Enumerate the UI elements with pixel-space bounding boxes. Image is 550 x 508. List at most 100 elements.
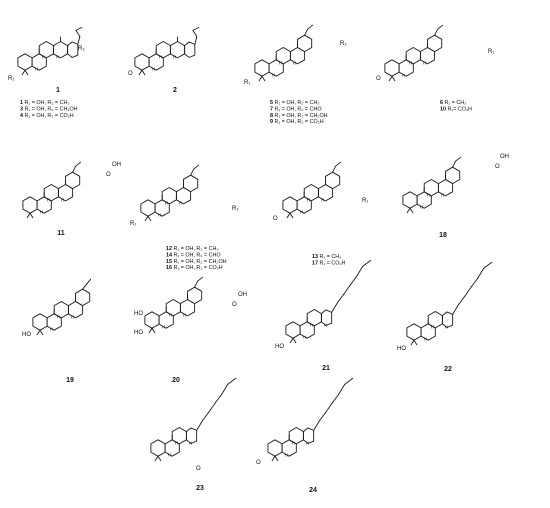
side-chain-bond <box>75 29 81 37</box>
atom-label: O <box>495 164 500 170</box>
compound-number: 24 <box>309 487 317 494</box>
stereo-hydrogen-label: H <box>173 54 176 59</box>
ring-hexagon <box>445 166 461 185</box>
atom-label: R₁ <box>130 221 136 227</box>
methyl-bond <box>410 339 415 346</box>
atom-label: HO <box>134 330 143 336</box>
side-chain-bond <box>464 285 473 297</box>
atom-label: O <box>232 302 237 308</box>
methyl-bond <box>148 327 153 334</box>
compound-number: 20 <box>172 377 180 384</box>
stereo-hydrogen-label: H <box>324 322 327 327</box>
side-chain-bond <box>192 29 198 37</box>
atom-label: HO <box>134 311 143 317</box>
stereo-hydrogen-label: H <box>183 312 186 317</box>
side-chain-bond <box>477 267 485 279</box>
atom-label: HO <box>397 346 406 352</box>
side-chain-bond <box>86 278 92 285</box>
ring-hexagon <box>254 59 270 77</box>
stereo-hydrogen-label: H <box>152 67 155 72</box>
stereo-hydrogen-label: H <box>56 54 59 59</box>
methyl-bond <box>21 69 26 76</box>
compound-number: 11 <box>57 230 65 237</box>
ring-pentagon <box>320 309 333 326</box>
ring-hexagon <box>150 439 166 457</box>
side-chain-bond <box>72 165 77 173</box>
stereo-hydrogen-label: H <box>321 197 324 202</box>
side-chain-bond <box>356 265 364 277</box>
ring-pentagon <box>185 427 198 444</box>
side-chain-bond <box>434 28 439 36</box>
methyl-bond <box>286 212 291 219</box>
atom-label: O <box>128 71 133 77</box>
stereo-hydrogen-label: H <box>441 192 444 197</box>
methyl-bond <box>144 215 149 222</box>
atom-label: O <box>376 76 381 82</box>
compound-number: 2 <box>173 87 177 94</box>
side-chain-bond <box>196 419 204 431</box>
ring-hexagon <box>17 53 33 71</box>
side-chain-bond <box>307 24 314 30</box>
side-chain-bond <box>471 277 479 287</box>
ring-pentagon <box>441 311 454 328</box>
stereo-hydrogen-label: H <box>431 324 434 329</box>
stereo-hydrogen-label: H <box>57 314 60 319</box>
stereo-hydrogen-label: H <box>427 192 430 197</box>
atom-label: R₂ <box>340 41 347 47</box>
ring-hexagon <box>22 196 38 214</box>
side-chain-bond <box>313 419 321 431</box>
methyl-bond <box>29 212 34 219</box>
ring-pentagon <box>67 41 79 58</box>
side-chain-bond <box>190 168 195 176</box>
stereo-hydrogen-label: H <box>402 73 405 78</box>
ring-pentagon <box>302 427 315 444</box>
methyl-bond <box>388 75 393 82</box>
ring-hexagon <box>285 321 301 339</box>
side-chain-bond <box>325 401 334 413</box>
stereo-hydrogen-label: H <box>175 440 178 445</box>
stereo-hydrogen-label: H <box>47 197 50 202</box>
side-chain-bond <box>77 35 81 45</box>
side-chain-bond <box>483 261 493 269</box>
methyl-bond <box>409 207 414 214</box>
side-chain-bond <box>221 383 229 395</box>
stereo-hydrogen-label: H <box>307 197 310 202</box>
substituent-legend-line: 12 R₁ = OH, R₂ = CH₃ <box>166 246 219 252</box>
side-chain-bond <box>304 28 309 36</box>
atom-label: O <box>273 216 278 222</box>
stereo-hydrogen-label: H <box>272 73 275 78</box>
compound-number: 1 <box>56 87 60 94</box>
methyl-bond <box>289 337 294 344</box>
side-chain-bond <box>455 156 462 162</box>
methyl-bond <box>274 455 279 462</box>
atom-label: OH <box>500 154 509 160</box>
substituent-legend-line: 8 R₁ = OH, R₂ = CH₂OH <box>270 113 328 119</box>
stereo-hydrogen-label: H <box>42 54 45 59</box>
atom-label: R₁ <box>244 80 250 86</box>
stereo-hydrogen-label: H <box>424 337 427 342</box>
ring-hexagon <box>406 323 422 341</box>
stereo-hydrogen-label: H <box>423 60 426 65</box>
stereo-hydrogen-label: H <box>409 60 412 65</box>
substituent-legend-line: 4 R₁ = OH, R₂ = CO₂H <box>20 113 74 119</box>
methyl-bond <box>138 69 143 76</box>
side-chain-bond <box>338 383 346 395</box>
side-chain-bond <box>437 24 444 30</box>
atom-label: R₁ <box>362 198 368 204</box>
stereo-hydrogen-label: H <box>189 440 192 445</box>
side-chain-bond <box>458 295 466 305</box>
side-chain-bond <box>332 165 337 173</box>
ring-hexagon <box>384 59 400 77</box>
stereo-hydrogen-label: H <box>300 210 303 215</box>
